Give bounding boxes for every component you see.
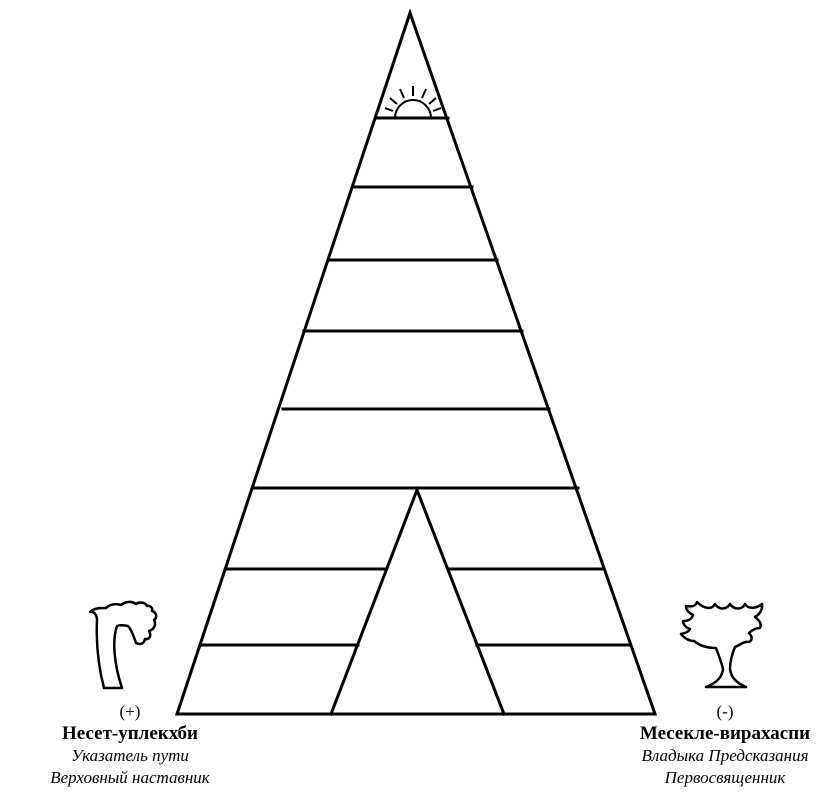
right-sign: (-) xyxy=(716,702,734,721)
right-title-2: Первосвященник xyxy=(664,768,786,787)
left-name: Несет-уплекхби xyxy=(62,723,198,744)
right-name: Месекле-вирахаспи xyxy=(639,723,811,744)
right-title-1: Владыка Предсказания xyxy=(641,746,809,765)
tree-glyph-icon xyxy=(88,600,158,690)
left-sign: (+) xyxy=(119,702,141,721)
sun-icon xyxy=(384,86,442,119)
left-title-2: Верховный наставник xyxy=(50,768,210,787)
left-caption: (+) Несет-уплекхби Указатель пути Верхов… xyxy=(0,701,260,789)
chalice-glyph-icon xyxy=(679,600,764,689)
left-title-1: Указатель пути xyxy=(71,746,189,765)
pyramid-outline xyxy=(174,8,658,716)
right-caption: (-) Месекле-вирахаспи Владыка Предсказан… xyxy=(595,701,832,789)
inner-triangle xyxy=(329,485,506,716)
